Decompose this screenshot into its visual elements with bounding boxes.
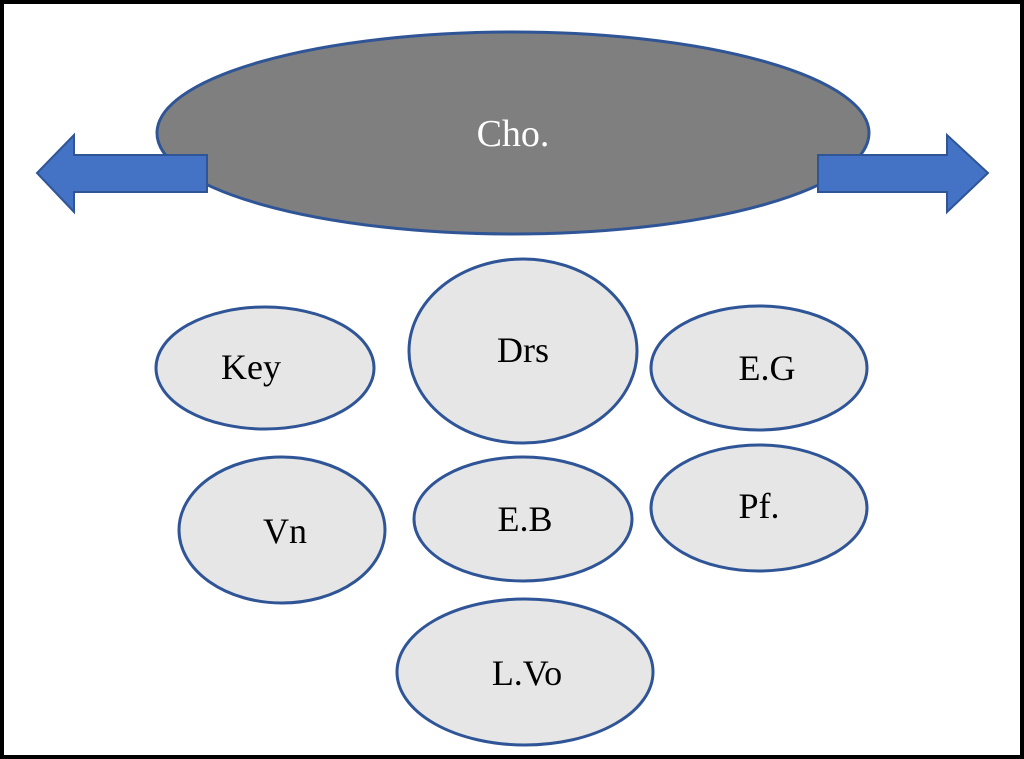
choir-ellipse bbox=[155, 30, 871, 236]
choir-label: Cho. bbox=[477, 113, 550, 155]
drums-label: Drs bbox=[497, 330, 549, 370]
instrument-lead-vocal: L.Vo bbox=[395, 597, 655, 747]
arrow-right-icon bbox=[817, 132, 990, 215]
instrument-electric-bass: E.B bbox=[412, 455, 634, 583]
piano-ellipse bbox=[649, 443, 869, 573]
electric-guitar-ellipse bbox=[649, 304, 869, 432]
instrument-piano: Pf. bbox=[649, 443, 869, 573]
electric-bass-ellipse bbox=[412, 455, 634, 583]
lead-vocal-ellipse bbox=[395, 597, 655, 747]
instrument-electric-guitar: E.G bbox=[649, 304, 869, 432]
instrument-drums: Drs bbox=[407, 257, 639, 445]
drums-ellipse bbox=[407, 257, 639, 445]
keyboard-label: Key bbox=[221, 347, 281, 387]
violin-label: Vn bbox=[263, 511, 307, 551]
violin-ellipse bbox=[177, 455, 387, 605]
electric-guitar-label: E.G bbox=[739, 348, 796, 388]
arrow-left-icon bbox=[35, 132, 208, 215]
piano-label: Pf. bbox=[738, 486, 779, 526]
instrument-violin: Vn bbox=[177, 455, 387, 605]
keyboard-ellipse bbox=[154, 305, 376, 431]
electric-bass-label: E.B bbox=[497, 499, 552, 539]
lead-vocal-label: L.Vo bbox=[492, 653, 562, 693]
choir-node: Cho. bbox=[155, 30, 871, 236]
instrument-keyboard: Key bbox=[154, 305, 376, 431]
